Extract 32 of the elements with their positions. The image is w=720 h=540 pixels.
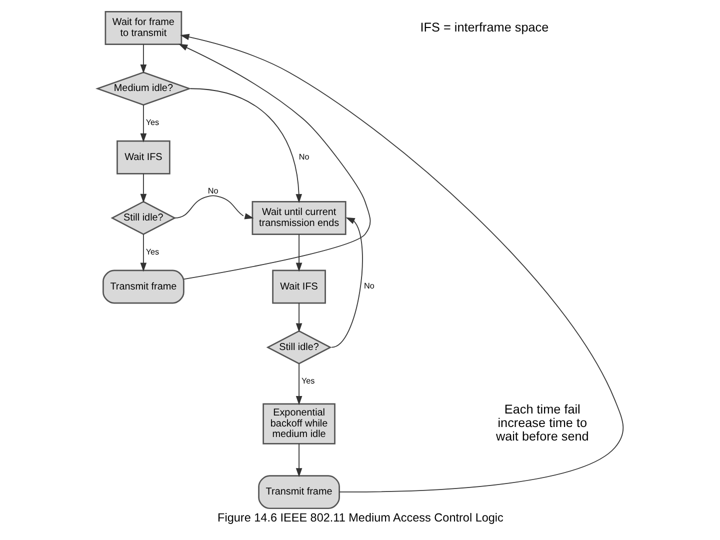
arrow: [295, 443, 302, 478]
label: Each time fail increase time to wait before send: [495, 402, 588, 444]
label: IFS = interframe space: [420, 20, 548, 34]
node-box: Wait until current transmission ends: [251, 201, 346, 235]
arrow: [140, 44, 146, 74]
arrow: [140, 104, 146, 142]
node-box: Wait IFS: [116, 140, 170, 174]
edge-label: Yes: [300, 376, 314, 386]
edge-label: No: [298, 152, 309, 162]
arrow: [140, 173, 146, 203]
arrow: [190, 88, 302, 204]
edge-label: No: [363, 282, 374, 291]
arrow: [174, 195, 254, 220]
node-box: Transmit frame: [258, 475, 340, 510]
edge-label: Yes: [145, 118, 159, 127]
arrow: [178, 44, 370, 280]
node-box: Wait IFS: [272, 270, 326, 304]
arrow: [295, 302, 302, 332]
caption: Figure 14.6 IEEE 802.11 Medium Access Control Logic: [217, 511, 503, 524]
arrow: [295, 234, 302, 272]
arrow: [180, 34, 624, 492]
arrow: [330, 217, 362, 348]
node-diamond: Still idle?: [110, 200, 176, 236]
node-box: Wait for frame to transmit: [104, 11, 182, 45]
edge-label: No: [207, 186, 218, 196]
edge-label: Yes: [145, 247, 159, 256]
node-diamond: Medium idle?: [94, 72, 191, 106]
node-diamond: Still idle?: [266, 330, 332, 364]
arrow: [140, 234, 146, 272]
arrow: [295, 363, 302, 406]
node-box: Transmit frame: [102, 270, 184, 304]
node-box: Exponential backoff while medium idle: [262, 403, 335, 444]
